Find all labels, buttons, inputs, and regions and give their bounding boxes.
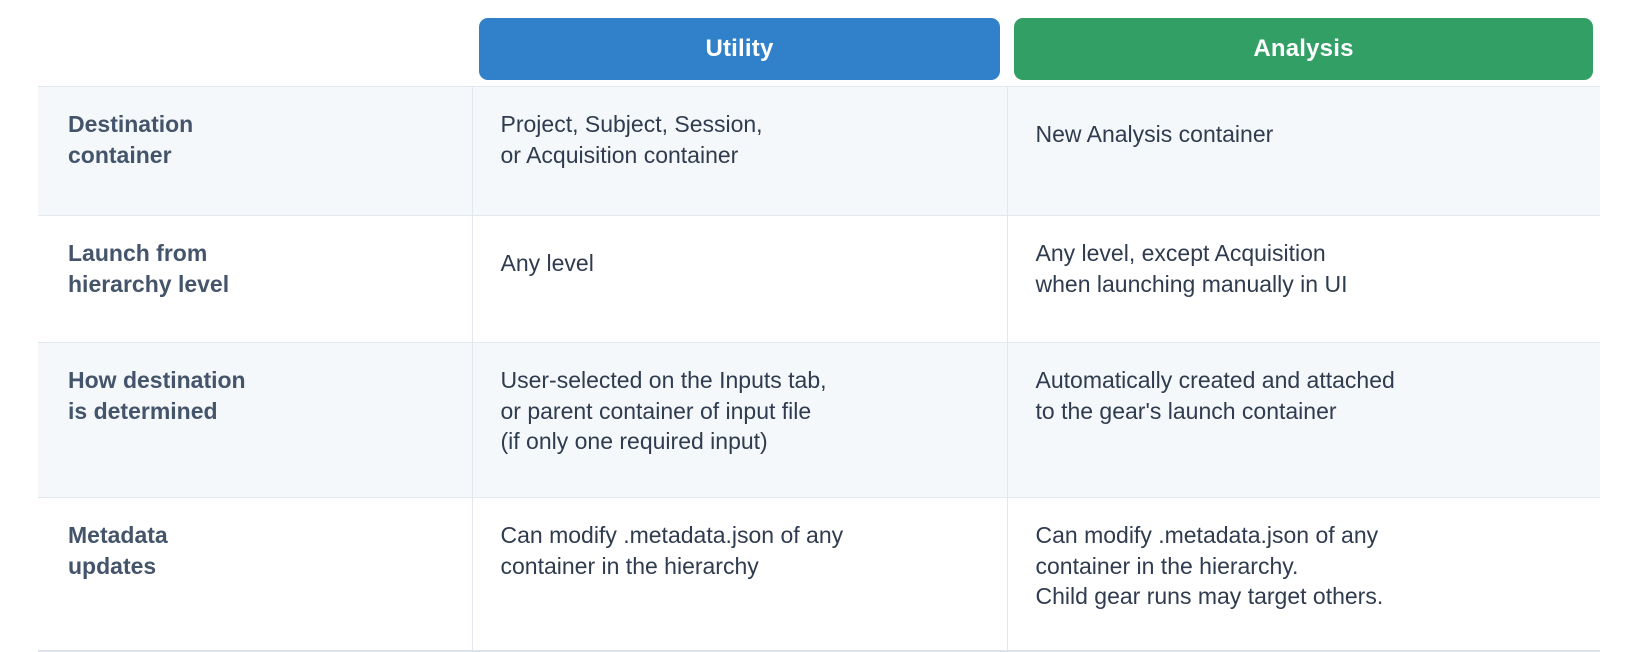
cell-line: Any level <box>500 250 594 276</box>
cell-utility-destination-container: Project, Subject, Session, or Acquisitio… <box>472 86 1008 216</box>
utility-analysis-comparison-table: Utility Analysis Destination container <box>38 0 1600 652</box>
cell-line: User-selected on the Inputs tab, <box>500 367 827 393</box>
cell-line: Child gear runs may target others. <box>1035 583 1384 610</box>
cell-line: Can modify .metadata.json of any <box>1035 522 1379 548</box>
cell-utility-metadata-updates: Can modify .metadata.json of any contain… <box>472 497 1008 652</box>
analysis-column-label: Analysis <box>1253 35 1354 62</box>
cell-line: container in the hierarchy <box>500 552 759 579</box>
table-row: Destination container Project, Subject, … <box>38 86 1600 216</box>
table-body: Destination container Project, Subject, … <box>38 86 1600 652</box>
header-cell-blank <box>38 0 472 87</box>
comparison-table-container: Utility Analysis Destination container <box>38 18 1600 652</box>
row-label-line: is determined <box>68 397 218 424</box>
cell-line: New Analysis container <box>1035 121 1274 147</box>
cell-line: or parent container of input file <box>500 397 812 424</box>
header-cell-analysis: Analysis <box>1007 0 1600 87</box>
cell-line: to the gear's launch container <box>1035 397 1337 424</box>
cell-line: container in the hierarchy. <box>1035 552 1299 579</box>
row-label-line: Launch from <box>68 240 208 266</box>
cell-line: Can modify .metadata.json of any <box>500 522 844 548</box>
row-label-line: Metadata <box>68 522 168 548</box>
row-label-line: Destination <box>68 111 194 137</box>
cell-line: or Acquisition container <box>500 141 739 168</box>
cell-analysis-launch-from-hierarchy-level: Any level, except Acquisition when launc… <box>1007 215 1600 343</box>
cell-line: Automatically created and attached <box>1035 367 1395 393</box>
row-label-how-destination-is-determined: How destination is determined <box>38 342 473 498</box>
table-header: Utility Analysis <box>38 0 1600 87</box>
cell-line: Any level, except Acquisition <box>1035 240 1326 266</box>
header-cell-utility: Utility <box>472 0 1007 87</box>
cell-analysis-metadata-updates: Can modify .metadata.json of any contain… <box>1007 497 1600 652</box>
row-label-line: hierarchy level <box>68 270 230 297</box>
analysis-column-header-pill: Analysis <box>1014 18 1593 80</box>
table-row: How destination is determined User-selec… <box>38 342 1600 498</box>
table-row: Launch from hierarchy level Any level An… <box>38 215 1600 343</box>
utility-column-header-pill: Utility <box>479 18 1000 80</box>
cell-utility-how-destination-is-determined: User-selected on the Inputs tab, or pare… <box>472 342 1008 498</box>
row-label-line: updates <box>68 552 157 579</box>
utility-column-label: Utility <box>705 35 774 62</box>
cell-line: (if only one required input) <box>500 428 768 455</box>
row-label-line: How destination <box>68 367 246 393</box>
row-label-line: container <box>68 141 172 168</box>
cell-analysis-destination-container: New Analysis container <box>1007 86 1600 216</box>
cell-utility-launch-from-hierarchy-level: Any level <box>472 215 1008 343</box>
header-row: Utility Analysis <box>38 0 1600 87</box>
cell-line: Project, Subject, Session, <box>500 111 763 137</box>
cell-analysis-how-destination-is-determined: Automatically created and attached to th… <box>1007 342 1600 498</box>
row-label-launch-from-hierarchy-level: Launch from hierarchy level <box>38 215 473 343</box>
cell-line: when launching manually in UI <box>1035 270 1348 297</box>
row-label-metadata-updates: Metadata updates <box>38 497 473 652</box>
table-row: Metadata updates Can modify .metadata.js… <box>38 497 1600 652</box>
row-label-destination-container: Destination container <box>38 86 473 216</box>
